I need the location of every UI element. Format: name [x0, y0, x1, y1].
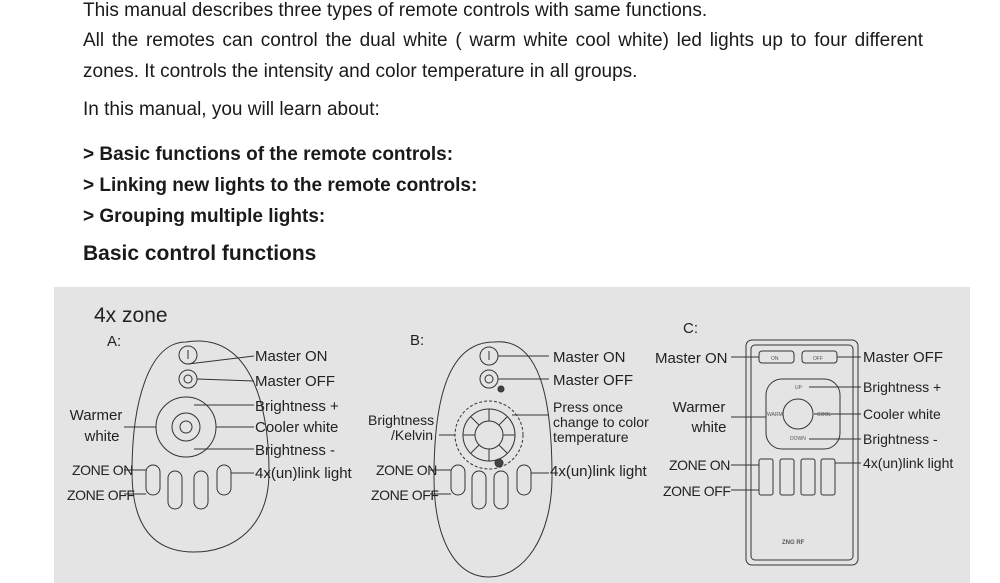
intro-paragraph: All the remotes can control the dual whi… [83, 30, 923, 82]
remote-c-master-off-label: Master OFF [863, 349, 944, 366]
section-heading: Basic control functions [83, 242, 317, 265]
svg-text:WARM: WARM [767, 412, 783, 418]
remote-c-zone-2 [779, 458, 795, 496]
topic-basic-functions: > Basic functions of the remote controls… [83, 144, 454, 165]
remote-a-letter: A: [107, 333, 122, 350]
remote-c-letter: C: [683, 320, 698, 337]
remote-b-change-color-label: change to color [553, 414, 649, 430]
remote-b-temperature-label: temperature [553, 429, 629, 445]
remote-a-link-label: 4x(un)link light [255, 465, 352, 482]
remote-c-warmer-label: Warmer [672, 399, 726, 416]
remote-a-master-on-label: Master ON [255, 348, 328, 365]
remote-c-zone-3 [800, 458, 816, 496]
svg-text:OFF: OFF [813, 356, 823, 362]
remote-c-zone-4 [820, 458, 836, 496]
remote-a-zone-1 [145, 464, 161, 496]
remote-b-brightness-label: Brightness [368, 412, 435, 428]
remote-c-brightness-plus-label: Brightness + [863, 379, 942, 395]
remote-a-warmer-label: Warmer [69, 407, 123, 424]
svg-text:ZNG RF: ZNG RF [782, 540, 805, 546]
remote-b-zone-4 [516, 464, 532, 496]
remote-c-zone-off-label: ZONE OFF [663, 483, 731, 499]
remote-a-zone-2 [167, 470, 183, 510]
intro-line-1: This manual describes three types of rem… [83, 0, 708, 21]
intro-learn: In this manual, you will learn about: [83, 99, 380, 120]
remote-a-cooler-white-label: Cooler white [255, 419, 339, 436]
remote-c-body [745, 339, 859, 566]
remote-b-kelvin-label: /Kelvin [391, 427, 434, 443]
topic-grouping: > Grouping multiple lights: [83, 206, 326, 227]
remote-b-master-on-label: Master ON [553, 349, 626, 366]
svg-text:DOWN: DOWN [790, 436, 806, 442]
figure-title: 4x zone [94, 304, 168, 327]
remote-a-brightness-minus-label: Brightness - [255, 442, 336, 459]
remote-c-link-label: 4x(un)link light [863, 455, 954, 471]
remote-c-brightness-minus-label: Brightness - [863, 431, 938, 447]
remote-b-zone-2 [471, 470, 487, 510]
svg-text:ON: ON [771, 356, 779, 362]
remote-b-master-off-button [479, 369, 499, 389]
svg-text:COOL: COOL [817, 412, 831, 418]
remote-diagram: ON OFF UP WARM COOL DOWN ZNG RF 4x zone … [54, 287, 970, 583]
remote-a-zone-off-label: ZONE OFF [67, 487, 135, 503]
remote-a-zone-3 [193, 470, 209, 510]
remote-b-letter: B: [410, 332, 425, 349]
remote-b-zone-1 [450, 464, 466, 496]
remote-b-press-once-label: Press once [553, 399, 624, 415]
remote-a-zone-4 [216, 464, 232, 496]
remote-a-brightness-plus-label: Brightness + [255, 398, 339, 415]
remote-a-zone-on-label: ZONE ON [72, 462, 133, 478]
remote-b-zone-off-label: ZONE OFF [371, 487, 439, 503]
remote-drawings: ON OFF UP WARM COOL DOWN ZNG RF [124, 339, 861, 578]
remote-a-body [131, 340, 270, 553]
remote-c-white-label: white [691, 419, 727, 436]
remote-c-zone-1 [758, 458, 774, 496]
remote-b-body [433, 341, 553, 578]
remote-a-master-off-label: Master OFF [255, 373, 336, 390]
remote-a-wheel [155, 396, 217, 458]
remote-b-link-label: 4x(un)link light [550, 463, 647, 480]
remote-b-master-off-label: Master OFF [553, 372, 634, 389]
remote-a-white-label: white [84, 428, 120, 445]
svg-text:UP: UP [795, 385, 803, 391]
remote-c-zone-on-label: ZONE ON [669, 457, 730, 473]
remote-c-master-on-label: Master ON [655, 350, 728, 367]
remote-c-cooler-white-label: Cooler white [863, 406, 941, 422]
topic-linking: > Linking new lights to the remote contr… [83, 175, 478, 196]
remote-a-master-off-button [178, 369, 198, 389]
remote-b-zone-on-label: ZONE ON [376, 462, 437, 478]
remote-b-zone-3 [493, 470, 509, 510]
